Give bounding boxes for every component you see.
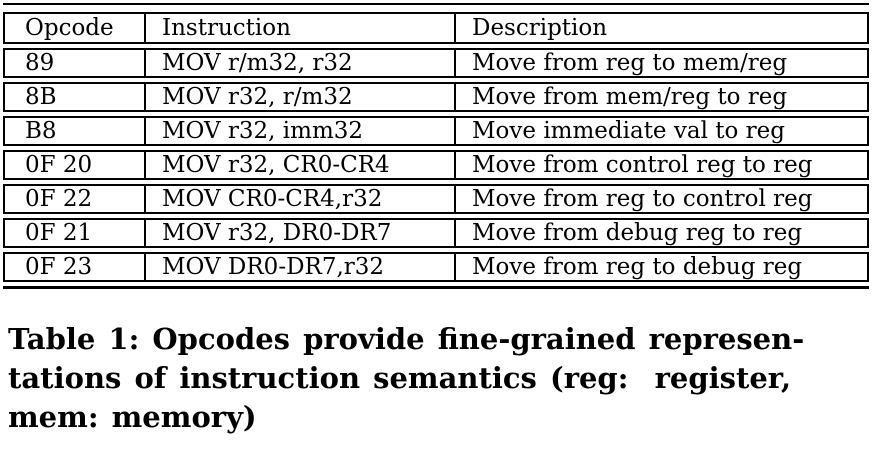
- caption-line: Table 1: Opcodes provide fine-grained re…: [8, 322, 805, 356]
- cell-description: Move from mem/reg to reg: [454, 84, 867, 110]
- cell-opcode: 0F 22: [25, 186, 93, 212]
- table-row: 0F 23 MOV DR0-DR7,r32 Move from reg to d…: [3, 252, 869, 282]
- table-row: B8 MOV r32, imm32 Move immediate val to …: [3, 116, 869, 146]
- cell-instruction: MOV r32, imm32: [144, 118, 454, 144]
- cell-opcode: 0F 21: [25, 220, 93, 246]
- cell-description: Move from control reg to reg: [454, 152, 867, 178]
- table-row: 0F 21 MOV r32, DR0-DR7 Move from debug r…: [3, 218, 869, 248]
- table-row: 8B MOV r32, r/m32 Move from mem/reg to r…: [3, 82, 869, 112]
- caption-line: mem: memory): [8, 400, 257, 434]
- cell-description: Move from reg to control reg: [454, 186, 867, 212]
- cell-opcode: 0F 20: [25, 152, 93, 178]
- column-header-opcode: Opcode: [25, 15, 114, 41]
- table-header-row: Opcode Instruction Description: [3, 12, 869, 44]
- table-row: 0F 20 MOV r32, CR0-CR4 Move from control…: [3, 150, 869, 180]
- caption-line: tations of instruction semantics (reg: r…: [8, 361, 792, 395]
- cell-instruction: MOV CR0-CR4,r32: [144, 186, 454, 212]
- cell-description: Move from reg to debug reg: [454, 254, 867, 280]
- cell-instruction: MOV r32, r/m32: [144, 84, 454, 110]
- table-caption: Table 1: Opcodes provide fine-grained re…: [8, 320, 870, 437]
- cell-instruction: MOV r32, CR0-CR4: [144, 152, 454, 178]
- table-row: 0F 22 MOV CR0-CR4,r32 Move from reg to c…: [3, 184, 869, 214]
- cell-description: Move from reg to mem/reg: [454, 50, 867, 76]
- cell-description: Move immediate val to reg: [454, 118, 867, 144]
- opcode-table: Opcode Instruction Description 89 MOV r/…: [3, 3, 869, 289]
- table-row: 89 MOV r/m32, r32 Move from reg to mem/r…: [3, 48, 869, 78]
- cell-instruction: MOV r32, DR0-DR7: [144, 220, 454, 246]
- table-top-rule: [3, 3, 869, 5]
- cell-opcode: 89: [25, 50, 55, 76]
- column-header-instruction: Instruction: [144, 14, 454, 42]
- cell-opcode: B8: [25, 118, 57, 144]
- cell-opcode: 0F 23: [25, 254, 93, 280]
- cell-opcode: 8B: [25, 84, 57, 110]
- cell-description: Move from debug reg to reg: [454, 220, 867, 246]
- cell-instruction: MOV DR0-DR7,r32: [144, 254, 454, 280]
- cell-instruction: MOV r/m32, r32: [144, 50, 454, 76]
- table-bottom-rule: [3, 286, 869, 289]
- column-header-description: Description: [454, 14, 867, 42]
